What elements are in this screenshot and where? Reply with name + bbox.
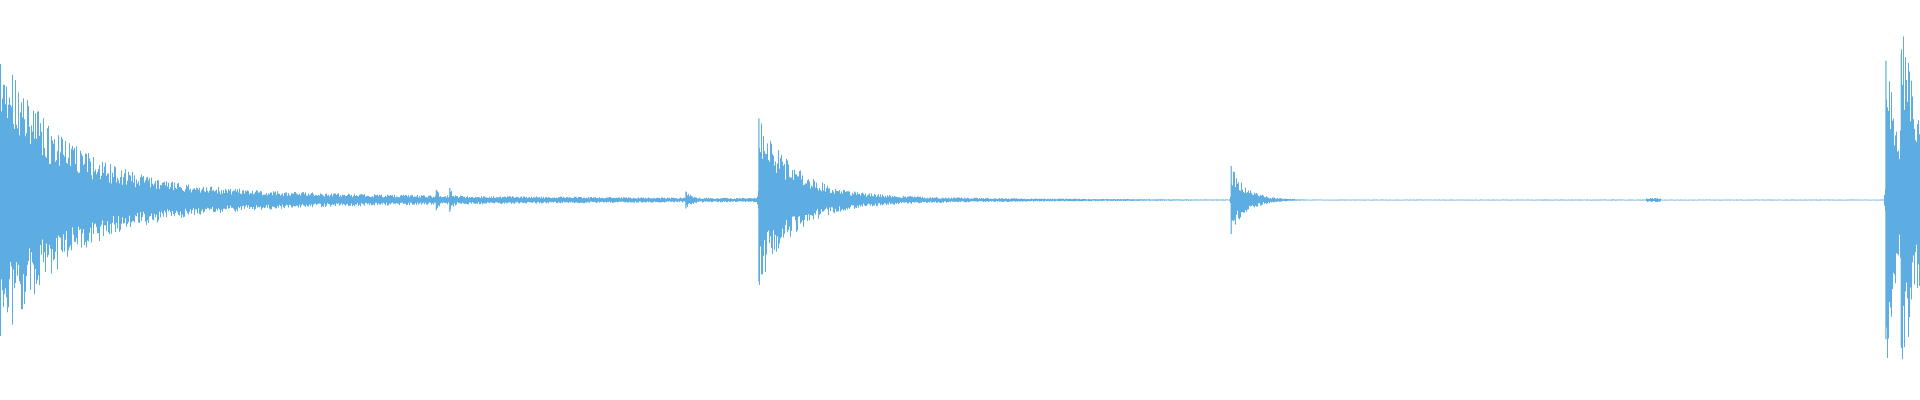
waveform-trace <box>0 36 1920 360</box>
waveform-trace-group <box>0 36 1920 360</box>
